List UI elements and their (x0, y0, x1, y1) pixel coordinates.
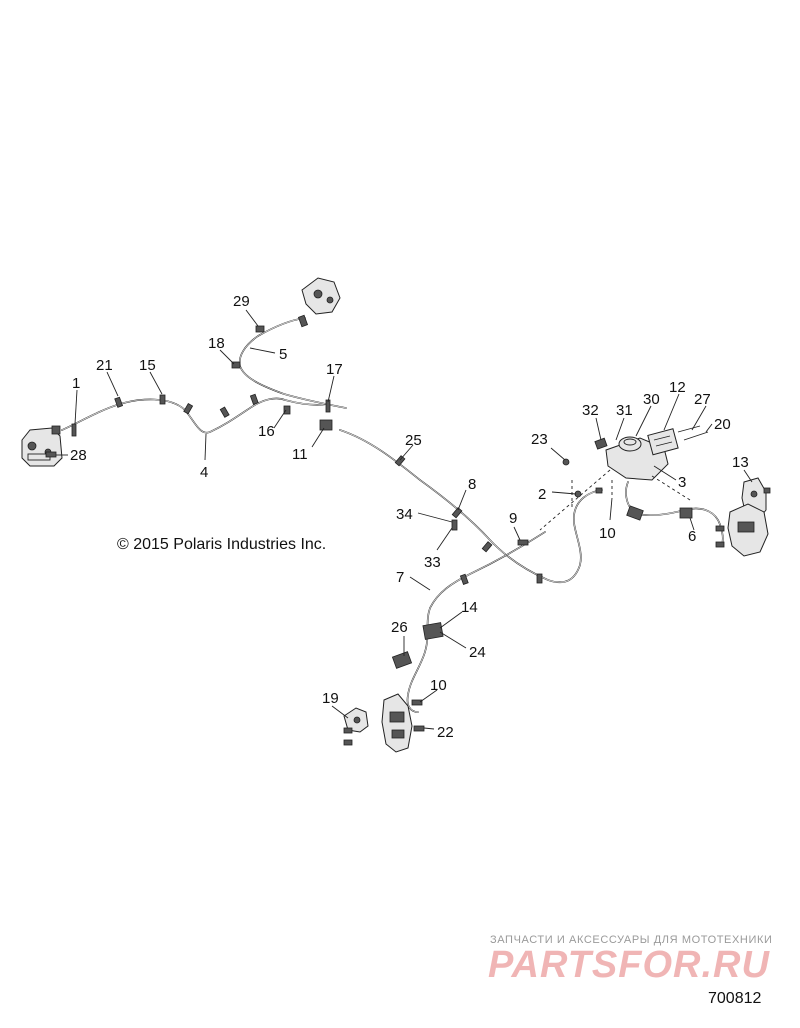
line-clips (114, 314, 543, 585)
junction-block (319, 419, 693, 669)
callout-32: 32 (582, 402, 599, 419)
callout-17: 17 (326, 361, 343, 378)
callout-2: 2 (538, 486, 546, 503)
callout-6: 6 (688, 528, 696, 545)
master-cylinder (594, 425, 709, 481)
callout-34: 34 (396, 506, 413, 523)
callout-26: 26 (391, 619, 408, 636)
callout-5: 5 (279, 346, 287, 363)
callout-27: 27 (694, 391, 711, 408)
callout-18: 18 (208, 335, 225, 352)
callout-31: 31 (616, 402, 633, 419)
callout-19: 19 (322, 690, 339, 707)
callout-4: 4 (200, 464, 208, 481)
brake-line-4 (61, 397, 329, 434)
callout-3: 3 (678, 474, 686, 491)
hardware (45, 325, 771, 746)
callout-7: 7 (396, 569, 404, 586)
callout-1: 1 (72, 375, 80, 392)
brake-line-25 (339, 429, 603, 584)
brake-line-7 (406, 531, 546, 713)
callout-10-upper: 10 (599, 525, 616, 542)
callout-15: 15 (139, 357, 156, 374)
callout-8: 8 (468, 476, 476, 493)
callout-25: 25 (405, 432, 422, 449)
leader-lines (56, 309, 753, 730)
callout-24: 24 (469, 644, 486, 661)
watermark-brand: PARTSFOR.RU (488, 944, 770, 986)
callout-9: 9 (509, 510, 517, 527)
callout-11: 11 (292, 446, 308, 463)
callout-28: 28 (70, 447, 87, 464)
callout-16: 16 (258, 423, 275, 440)
front-right-caliper (301, 277, 341, 315)
callout-13: 13 (732, 454, 749, 471)
callouts: 1 21 15 28 4 29 18 5 17 16 11 25 8 34 33… (70, 293, 749, 741)
copyright-notice: © 2015 Polaris Industries Inc. (117, 536, 327, 553)
figure-number: 700812 (708, 990, 762, 1007)
callout-10-lower: 10 (430, 677, 447, 694)
rear-right-caliper (727, 477, 769, 557)
callout-21: 21 (96, 357, 113, 374)
front-left-caliper (21, 425, 63, 467)
rear-left-caliper (343, 693, 413, 753)
callout-30: 30 (643, 391, 660, 408)
watermark-caption: ЗАПЧАСТИ И АКСЕССУАРЫ ДЛЯ МОТОТЕХНИКИ (490, 934, 773, 946)
callout-22: 22 (437, 724, 454, 741)
callout-29: 29 (233, 293, 250, 310)
callout-33: 33 (424, 554, 441, 571)
callout-20: 20 (714, 416, 731, 433)
callout-23: 23 (531, 431, 548, 448)
callout-14: 14 (461, 599, 478, 616)
assembly-lines (539, 469, 691, 531)
callout-12: 12 (669, 379, 686, 396)
